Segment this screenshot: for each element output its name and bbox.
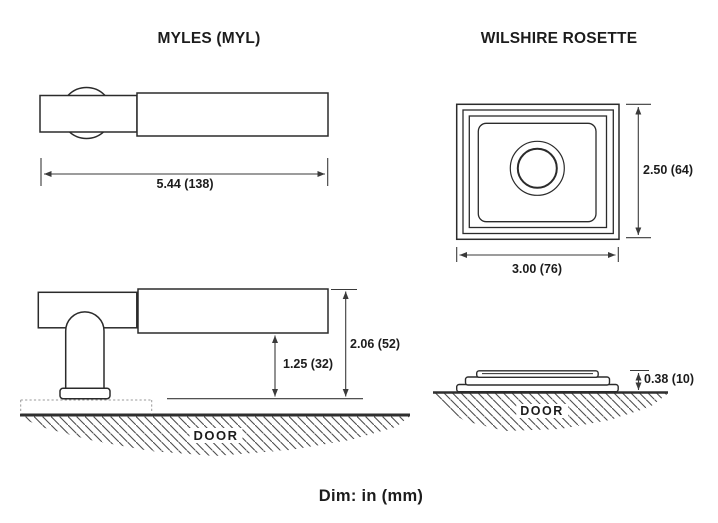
lever-body-side	[137, 288, 329, 334]
myles-center-height-label: 1.25 (32)	[283, 357, 334, 371]
lever-base-flange	[59, 387, 111, 400]
rosette-tier-middle	[464, 376, 611, 386]
wilshire-projection-dimension	[630, 369, 649, 390]
wilshire-height-label: 2.50 (64)	[643, 163, 694, 177]
lever-grip-top	[39, 94, 138, 133]
myles-top-view-drawing	[39, 86, 329, 140]
wilshire-width-label: 3.00 (76)	[511, 262, 563, 276]
myles-side-drawing	[37, 288, 329, 400]
units-note: Dim: in (mm)	[318, 487, 424, 505]
spindle-inner-circle	[516, 147, 558, 189]
lever-neck	[64, 311, 105, 390]
wilshire-projection-label: 0.38 (10)	[644, 372, 695, 386]
myles-title: MYLES (MYL)	[157, 30, 261, 47]
myles-length-label: 5.44 (138)	[156, 177, 214, 191]
rosette-hidden-outline	[20, 399, 153, 414]
wilshire-title: WILSHIRE ROSETTE	[480, 30, 638, 47]
door-label-left: DOOR	[189, 428, 243, 443]
myles-length-dimension	[40, 158, 329, 186]
myles-overall-height-label: 2.06 (52)	[350, 337, 401, 351]
wilshire-height-dimension	[626, 103, 651, 239]
lever-body-top	[136, 92, 329, 137]
wilshire-front-drawing	[455, 103, 620, 241]
myles-height-dimensions	[167, 288, 363, 400]
wilshire-profile-drawing	[456, 370, 619, 393]
door-label-right: DOOR	[516, 404, 568, 418]
wilshire-width-dimension	[456, 247, 619, 262]
